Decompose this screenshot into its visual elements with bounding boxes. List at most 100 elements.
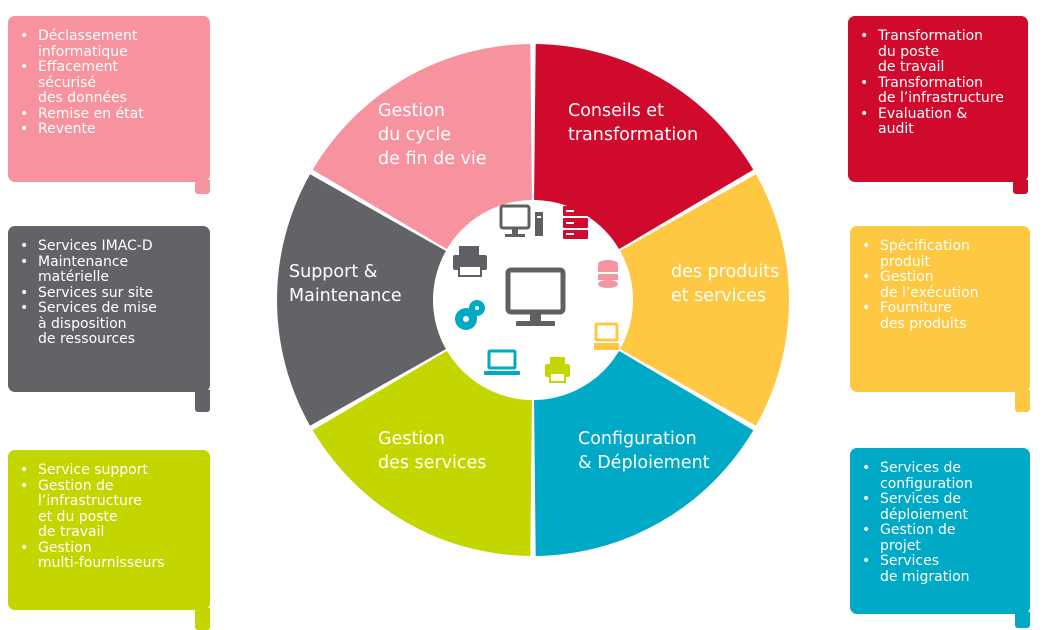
desktop-icon: [594, 322, 619, 350]
box-tab-support: [195, 390, 210, 412]
list-item-line: et du poste: [38, 508, 118, 525]
list-item-line: Services de: [880, 460, 961, 476]
segment-label-produits-1: des produits: [671, 262, 779, 282]
small-printer-icon: [545, 357, 570, 383]
segment-label-support-1: Support &: [289, 262, 378, 282]
box-tab-fin-de-vie: [195, 180, 210, 194]
bullet-dot: •: [862, 300, 871, 316]
list-item-line: Remise en état: [38, 105, 144, 122]
segment-produits: [533, 174, 789, 426]
list-item-line: Maintenance: [38, 253, 129, 270]
list-item-line: Services IMAC-D: [38, 238, 153, 254]
bullet-dot: •: [862, 460, 871, 476]
list-item-line: Gestion de: [880, 522, 956, 538]
bullet-dot: •: [20, 59, 29, 75]
center-circle: [433, 200, 633, 400]
bullet-dot: •: [20, 477, 29, 494]
list-item-line: sécurisé: [38, 74, 97, 91]
printer-icon: [453, 246, 487, 277]
list-item-line: Effacement: [38, 59, 118, 75]
bullet-dot: •: [862, 522, 871, 538]
bullet-dot: •: [862, 491, 871, 507]
bullet-dot: •: [860, 28, 869, 44]
bullet-dot: •: [20, 238, 29, 254]
box-tab-gestion-services: [195, 608, 210, 630]
bullet-dot: •: [860, 105, 869, 122]
segment-label-conseils-1: Conseils et: [568, 101, 664, 121]
laptop-icon: [484, 349, 520, 375]
list-item-line: Fourniture: [880, 300, 952, 316]
list-item-line: de migration: [880, 568, 970, 585]
list-item-line: Services sur site: [38, 284, 154, 301]
segment-label-configuration-2: & Déploiement: [578, 453, 710, 473]
list-item-line: Transformation: [878, 74, 984, 91]
list-item: • Services sur site: [18, 284, 202, 302]
list-item: • Revente: [18, 121, 202, 138]
list-item-line: Services de mise: [38, 300, 157, 316]
database-icon: [598, 260, 618, 288]
bullet-dot: •: [20, 121, 29, 137]
list-item-line: audit: [878, 121, 914, 137]
segment-label-gestion-services-2: des services: [378, 453, 486, 473]
list-item-line: l’infrastructure: [38, 493, 142, 509]
monitor-icon: [499, 204, 531, 237]
segment-label-fin-de-vie-2: du cycle: [378, 125, 451, 145]
bullet-dot: •: [20, 284, 29, 301]
list-item-line: Revente: [38, 121, 96, 137]
segment-label-fin-de-vie-3: de fin de vie: [378, 149, 487, 169]
bullet-dot: •: [862, 269, 871, 285]
list-item: • Evaluation &audit: [858, 105, 1020, 138]
segment-label-support-2: Maintenance: [289, 286, 402, 306]
list-item: •Service support: [18, 462, 202, 479]
bullet-dot: •: [20, 300, 29, 316]
list-item-line: multi-fournisseurs: [38, 555, 165, 571]
bullet-dot: •: [20, 105, 29, 122]
list-item-line: de l’infrastructure: [878, 90, 1004, 106]
list-item-line: à disposition: [38, 315, 127, 332]
list-item-line: Gestion de: [38, 477, 114, 494]
list-item-line: Gestion: [880, 269, 934, 285]
segment-label-conseils-2: transformation: [568, 125, 698, 145]
list-item-line: Evaluation &: [878, 105, 968, 122]
list-item-line: de l’exécution: [880, 284, 979, 301]
list-item-line: Gestion: [38, 539, 92, 556]
box-tab-conseils: [1013, 180, 1028, 194]
list-item-line: informatique: [38, 43, 128, 60]
list-item-line: de ressources: [38, 331, 136, 347]
list-item-line: des données: [38, 90, 127, 106]
large-monitor-icon: [505, 267, 566, 326]
list-item-line: Services: [880, 553, 940, 569]
disc-icon: [455, 300, 485, 330]
segment-label-gestion-services-1: Gestion: [378, 429, 445, 449]
list-item-line: produit: [880, 253, 931, 270]
bullet-dot: •: [20, 253, 29, 270]
bullet-dot: •: [20, 539, 29, 556]
bullet-dot: •: [860, 74, 869, 91]
bullet-dot: •: [862, 238, 871, 254]
list-item-line: de travail: [38, 524, 105, 540]
segment-label-fin-de-vie-1: Gestion: [378, 101, 445, 121]
